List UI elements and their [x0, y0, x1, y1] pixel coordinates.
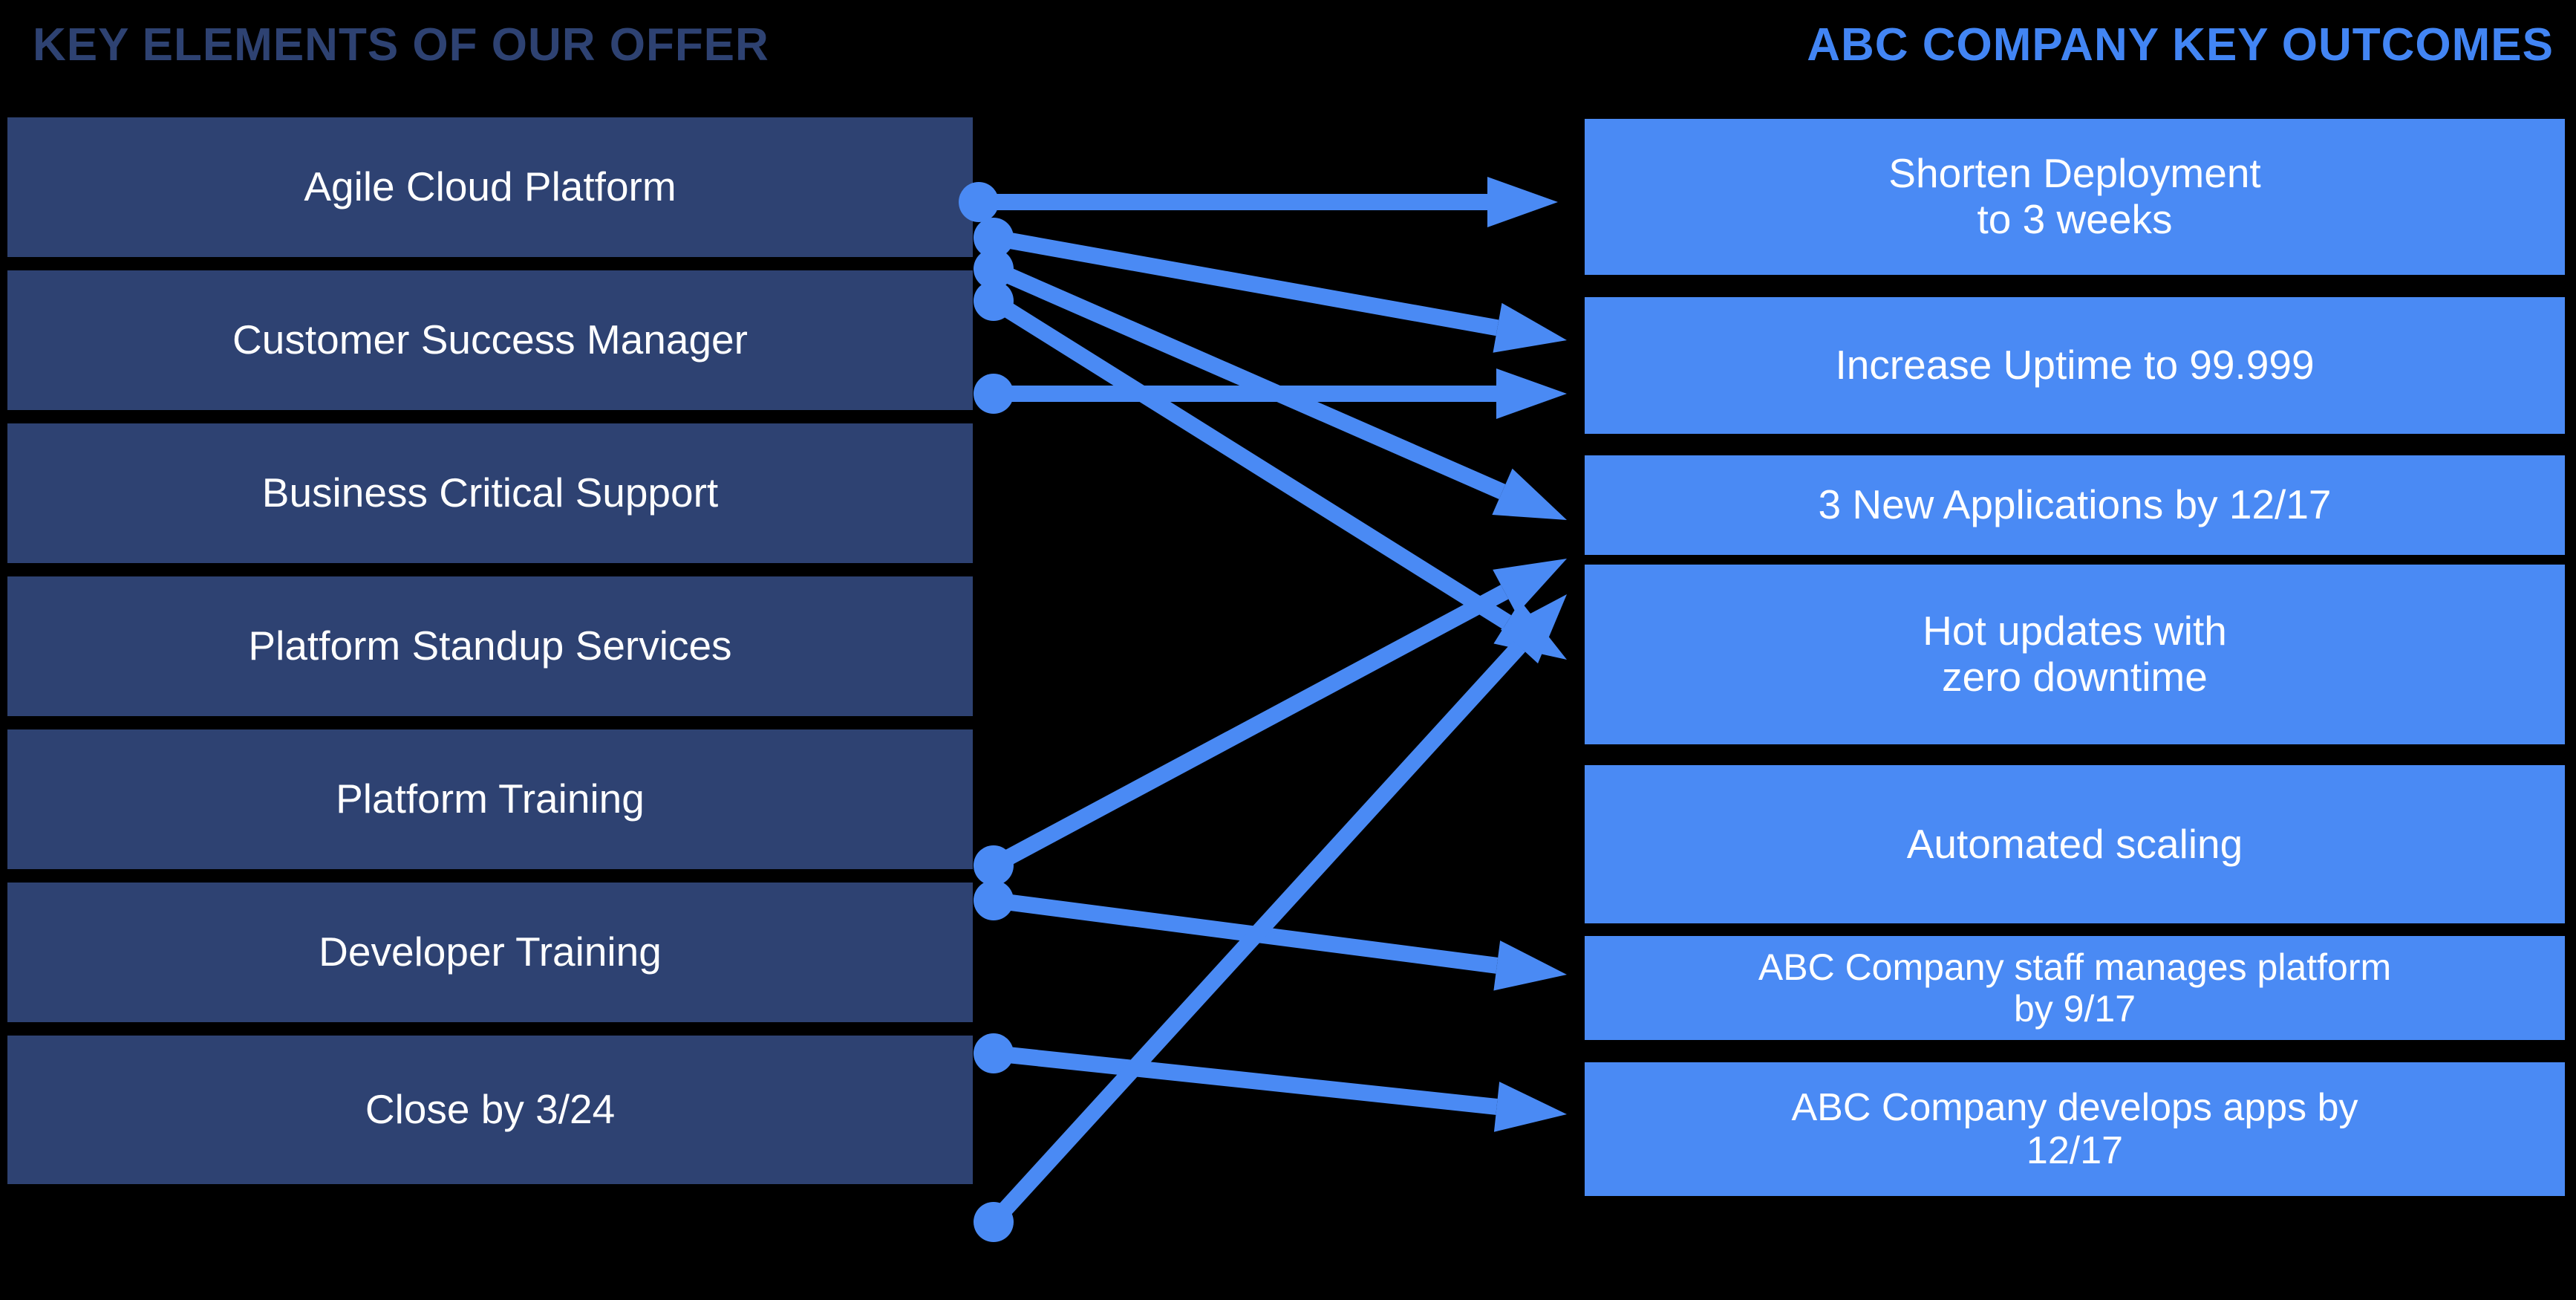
offer-item-agile-cloud-platform[interactable]: Agile Cloud Platform	[7, 117, 973, 257]
offer-item-label: Developer Training	[319, 929, 662, 975]
connector-customer-success-manager-to-hot-updates	[974, 281, 1567, 660]
outcome-line-2: by 9/17	[2013, 988, 2136, 1030]
connector-agile-cloud-platform-to-three-new-apps	[974, 249, 1567, 520]
connector-platform-training-to-three-new-apps	[974, 559, 1567, 885]
connector-origin-dot	[974, 845, 1014, 885]
outcome-line-1: Hot updates with	[1923, 608, 2227, 654]
offer-item-label: Close by 3/24	[365, 1086, 616, 1133]
outcome-item-label: Automated scaling	[1906, 820, 2243, 867]
connector-line	[989, 293, 1512, 629]
connector-agile-cloud-platform-to-increase-uptime	[974, 218, 1567, 353]
arrowhead-icon	[1487, 177, 1558, 227]
connector-line	[992, 1045, 1498, 1115]
arrowhead-icon	[1493, 302, 1567, 353]
arrowhead-icon	[1493, 559, 1567, 614]
offer-item-label: Business Critical Support	[261, 469, 719, 516]
arrowhead-icon	[1493, 600, 1567, 660]
offer-item-label: Platform Training	[336, 776, 645, 822]
outcome-item-shorten-deployment[interactable]: Shorten Deployment to 3 weeks	[1585, 119, 2565, 275]
left-column-header: KEY ELEMENTS OF OUR OFFER	[33, 19, 769, 71]
connector-origin-dot	[974, 281, 1014, 321]
connector-developer-training-to-abc-develops-apps	[974, 1033, 1567, 1132]
arrowhead-icon	[1492, 468, 1567, 520]
connector-line	[989, 585, 1509, 873]
outcome-line-1: ABC Company develops apps by	[1791, 1085, 2358, 1129]
connector-line	[990, 261, 1506, 499]
outcome-line-2: zero downtime	[1942, 654, 2208, 700]
connector-line	[992, 892, 1499, 974]
outcome-item-abc-develops-apps[interactable]: ABC Company develops apps by 12/17	[1585, 1062, 2565, 1196]
right-column-header: ABC COMPANY KEY OUTCOMES	[1807, 19, 2554, 71]
outcome-line-1: Shorten Deployment	[1888, 150, 2261, 197]
outcome-item-automated-scaling[interactable]: Automated scaling	[1585, 765, 2565, 923]
arrowhead-icon	[1500, 594, 1567, 664]
outcome-item-label: Hot updates with zero downtime	[1598, 608, 2551, 700]
connector-customer-success-manager-to-increase-uptime	[974, 368, 1567, 419]
connector-line	[987, 640, 1526, 1228]
outcome-item-three-new-apps[interactable]: 3 New Applications by 12/17	[1585, 455, 2565, 555]
connector-origin-dot	[974, 880, 1014, 920]
outcome-item-label: 3 New Applications by 12/17	[1818, 481, 2332, 528]
arrowhead-icon	[1496, 368, 1567, 419]
outcome-item-label: ABC Company develops apps by 12/17	[1598, 1086, 2551, 1172]
outcome-item-abc-staff-manages[interactable]: ABC Company staff manages platform by 9/…	[1585, 936, 2565, 1040]
offer-item-customer-success-manager[interactable]: Customer Success Manager	[7, 270, 973, 410]
outcome-item-hot-updates[interactable]: Hot updates with zero downtime	[1585, 565, 2565, 744]
connector-origin-dot	[974, 1033, 1014, 1073]
offer-item-label: Agile Cloud Platform	[304, 163, 676, 210]
connector-origin-dot	[974, 218, 1014, 258]
outcome-item-label: Shorten Deployment to 3 weeks	[1598, 151, 2551, 242]
outcome-line-2: 12/17	[2026, 1129, 2124, 1172]
connector-agile-cloud-platform-to-shorten-deployment	[959, 177, 1558, 227]
connector-origin-dot	[974, 374, 1014, 414]
offer-item-developer-training[interactable]: Developer Training	[7, 883, 973, 1022]
offer-item-close-by-3-24[interactable]: Close by 3/24	[7, 1036, 973, 1184]
outcome-item-increase-uptime[interactable]: Increase Uptime to 99.999	[1585, 297, 2565, 434]
offer-item-platform-standup-services[interactable]: Platform Standup Services	[7, 576, 973, 716]
offer-item-label: Platform Standup Services	[248, 623, 732, 669]
outcome-line-2: to 3 weeks	[1977, 196, 2173, 242]
connector-close-by-3-24-to-hot-updates	[974, 594, 1567, 1242]
connector-line	[992, 230, 1499, 337]
offer-item-platform-training[interactable]: Platform Training	[7, 729, 973, 869]
outcome-item-label: Increase Uptime to 99.999	[1835, 342, 2315, 389]
offer-item-label: Customer Success Manager	[232, 316, 748, 363]
connector-origin-dot	[974, 249, 1014, 289]
outcome-line-1: ABC Company staff manages platform	[1758, 946, 2392, 988]
arrowhead-icon	[1493, 1082, 1567, 1132]
offer-item-business-critical-support[interactable]: Business Critical Support	[7, 423, 973, 563]
outcome-item-label: ABC Company staff manages platform by 9/…	[1598, 946, 2551, 1030]
connector-platform-training-to-abc-staff-manages	[974, 880, 1567, 991]
arrowhead-icon	[1493, 940, 1567, 991]
connector-origin-dot	[974, 1202, 1014, 1242]
